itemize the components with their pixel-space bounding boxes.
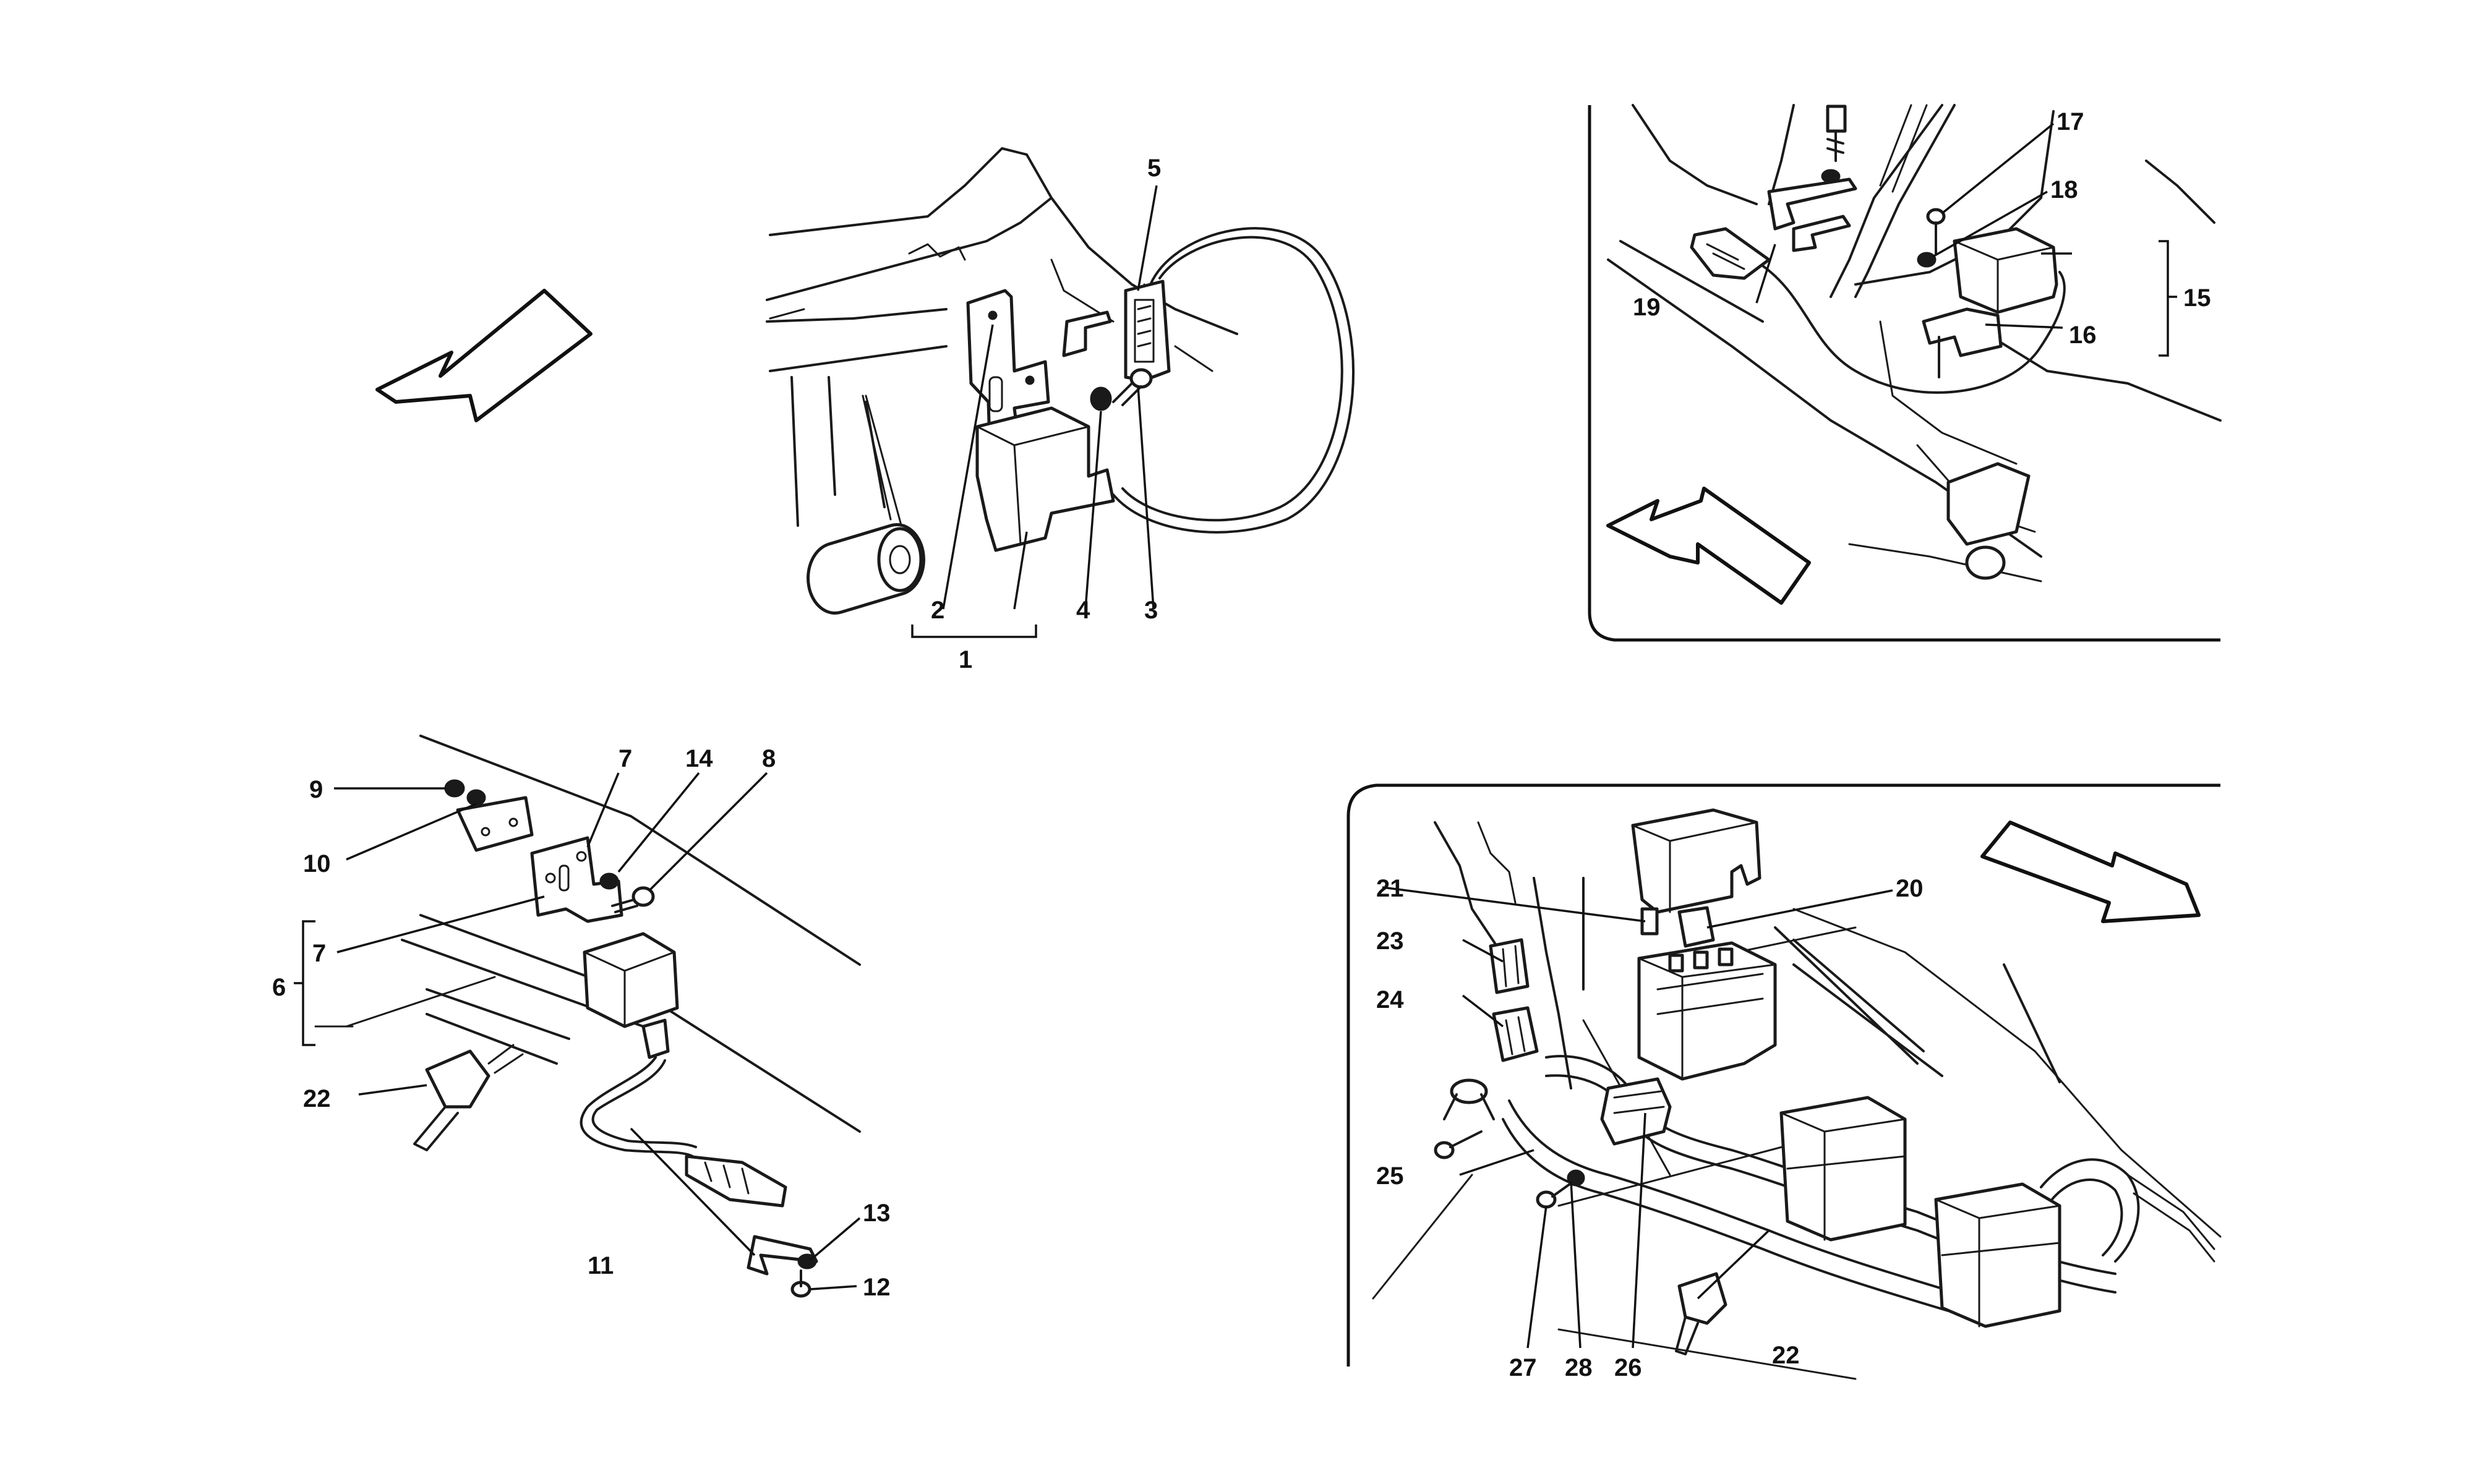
holder-22-b (1677, 1272, 1727, 1325)
view-frame-bottom-right (1346, 783, 2220, 1367)
callout-27: 27 (1509, 1354, 1537, 1381)
callout-25: 25 (1376, 1162, 1404, 1190)
clip-11 (747, 1235, 818, 1276)
callout-13: 13 (863, 1200, 891, 1227)
callout-20: 20 (1896, 875, 1924, 902)
callout-5: 5 (1147, 155, 1161, 182)
callout-24: 24 (1376, 986, 1404, 1013)
callout-6: 6 (272, 974, 286, 1001)
nut-9 (444, 779, 465, 798)
module-6 (583, 932, 679, 1028)
relay-20 (1677, 906, 1715, 948)
view-bottom-right (1346, 783, 2222, 1380)
callout-22b: 22 (1772, 1342, 1800, 1369)
callout-23: 23 (1376, 927, 1404, 955)
callout-4: 4 (1076, 597, 1090, 624)
callout-28: 28 (1565, 1354, 1593, 1381)
screw-17 (1926, 208, 1946, 255)
view-frame-top-right (1588, 105, 2220, 642)
direction-arrow-left (375, 289, 593, 422)
washer-10 (466, 789, 486, 806)
screw-12 (790, 1269, 811, 1298)
cover-1 (975, 406, 1115, 552)
callout-11: 11 (588, 1252, 614, 1279)
connector-24 (1492, 1006, 1539, 1062)
callout-7a: 7 (618, 745, 632, 772)
callout-15: 15 (2183, 284, 2211, 312)
callout-8: 8 (762, 745, 776, 772)
bracket-7 (530, 836, 623, 923)
direction-arrow-top-right (1606, 487, 1811, 605)
module-15 (1953, 227, 2058, 314)
view-top-left (375, 147, 1355, 638)
callout-21: 21 (1376, 875, 1404, 902)
nut-4 (1090, 386, 1112, 411)
callout-2: 2 (931, 597, 944, 624)
callout-26: 26 (1614, 1354, 1642, 1381)
screw-3 (1112, 368, 1153, 406)
relay-module-a (1779, 1096, 1907, 1242)
callout-19: 19 (1633, 294, 1661, 321)
view-bottom-left (294, 735, 861, 1298)
view-top-right (1588, 104, 2222, 642)
callout-9: 9 (309, 776, 323, 803)
bracket-2 (966, 289, 1050, 444)
clip-5 (1062, 310, 1112, 357)
direction-arrow-bottom-right (1980, 821, 2201, 923)
callout-22a: 22 (303, 1085, 331, 1112)
screw-8 (611, 886, 655, 913)
screw-small (1434, 1130, 1483, 1159)
callout-7b: 7 (312, 940, 326, 967)
callout-12: 12 (863, 1274, 891, 1301)
callout-labels: 1 2 3 4 5 6 7 7 8 9 10 11 12 13 14 15 16… (272, 108, 2211, 1381)
bracket-16 (1922, 307, 2003, 357)
callout-14: 14 (685, 745, 713, 772)
callout-1: 1 (959, 646, 972, 673)
connector-19 (1690, 227, 1771, 280)
callout-18: 18 (2050, 176, 2078, 203)
holder-22 (425, 1049, 490, 1109)
washer-18 (1917, 252, 1937, 268)
washer-14 (599, 872, 619, 890)
connector-block-26 (1600, 1077, 1672, 1146)
connector-23 (1489, 938, 1530, 994)
callout-10: 10 (303, 850, 331, 877)
callout-17: 17 (2057, 108, 2084, 135)
relay-module-b (1934, 1182, 2061, 1328)
callout-16: 16 (2069, 322, 2097, 349)
callout-3: 3 (1144, 597, 1158, 624)
